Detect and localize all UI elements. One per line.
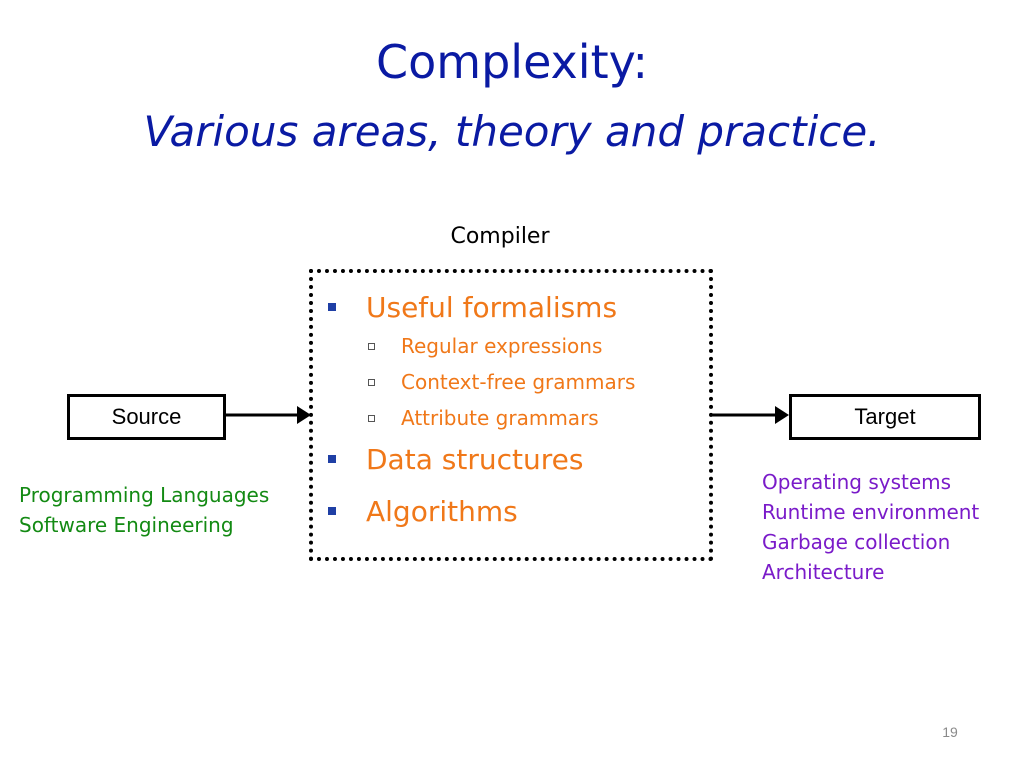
list-subitem-label: Attribute grammars [401,406,599,430]
list-subitem: Regular expressions [326,328,706,364]
square-bullet-icon [328,303,336,311]
list-item-label: Algorithms [366,495,518,528]
slide-subtitle: Various areas, theory and practice. [143,107,881,156]
list-item: Algorithms [326,492,706,532]
target-node: Target [789,394,981,440]
page-number: 19 [942,724,958,740]
target-area-label: Garbage collection [762,530,951,554]
hollow-square-bullet-icon [368,343,375,350]
slide-title: Complexity: [376,35,648,89]
hollow-square-bullet-icon [368,379,375,386]
source-related-areas: Programming Languages Software Engineeri… [19,480,269,540]
square-bullet-icon [328,507,336,515]
target-area-label: Architecture [762,560,885,584]
source-node: Source [67,394,226,440]
target-area-label: Runtime environment [762,500,980,524]
source-area-label: Programming Languages [19,483,270,507]
source-node-label: Source [111,404,182,429]
compiler-topics-list: Useful formalisms Regular expressions Co… [326,288,706,532]
list-item: Useful formalisms [326,288,706,328]
list-spacer [326,480,706,492]
list-subitem-label: Context-free grammars [401,370,636,394]
target-related-areas: Operating systems Runtime environment Ga… [762,467,979,587]
list-item: Data structures [326,440,706,480]
target-node-label: Target [854,404,916,429]
list-item-label: Data structures [366,443,584,476]
target-area-label: Operating systems [762,470,952,494]
compiler-label: Compiler [450,224,550,249]
list-subitem: Context-free grammars [326,364,706,400]
source-area-label: Software Engineering [19,513,234,537]
hollow-square-bullet-icon [368,415,375,422]
list-item-label: Useful formalisms [366,291,618,324]
list-subitem-label: Regular expressions [401,334,603,358]
target-arrowhead-icon [775,406,789,424]
compiler-box [309,269,713,561]
square-bullet-icon [328,455,336,463]
source-to-compiler-arrow [226,406,311,424]
compiler-to-target-arrow [712,406,789,424]
list-subitem: Attribute grammars [326,400,706,436]
